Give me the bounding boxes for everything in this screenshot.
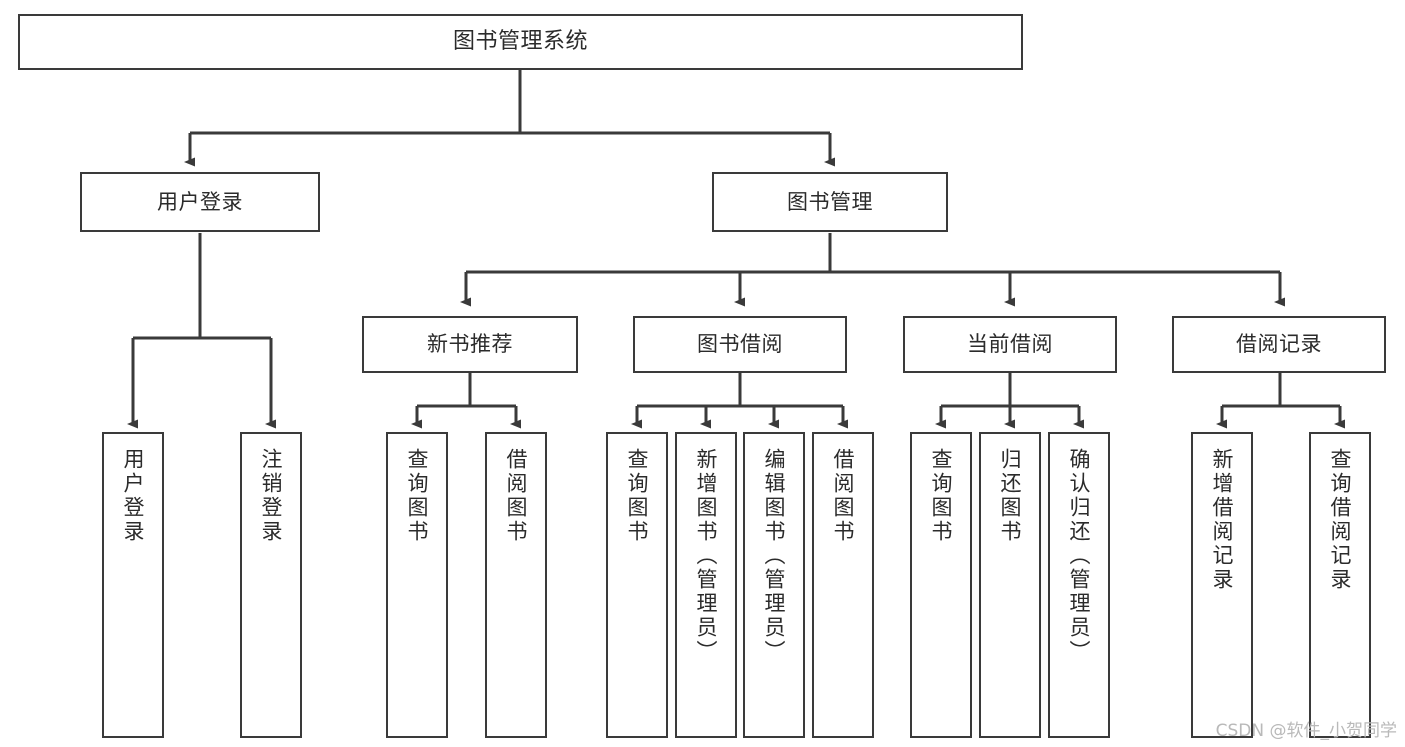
leaf-confirm-return-admin-label: 确认归还（管理员）	[1067, 448, 1092, 664]
leaf-query-book-current[interactable]: 查询图书	[910, 432, 972, 738]
leaf-return-book-label: 归还图书	[998, 448, 1023, 544]
leaf-add-book-admin[interactable]: 新增图书（管理员）	[675, 432, 737, 738]
leaf-logout[interactable]: 注销登录	[240, 432, 302, 738]
node-root[interactable]: 图书管理系统	[18, 14, 1023, 70]
leaf-add-borrow-record[interactable]: 新增借阅记录	[1191, 432, 1253, 738]
leaf-edit-book-admin[interactable]: 编辑图书（管理员）	[743, 432, 805, 738]
leaf-query-book-current-label: 查询图书	[929, 448, 954, 544]
leaf-borrow-book-new-label: 借阅图书	[504, 448, 529, 544]
leaf-logout-label: 注销登录	[259, 448, 284, 544]
leaf-query-book-new-label: 查询图书	[405, 448, 430, 544]
leaf-borrow-book[interactable]: 借阅图书	[812, 432, 874, 738]
leaf-confirm-return-admin[interactable]: 确认归还（管理员）	[1048, 432, 1110, 738]
leaf-query-book-borrow[interactable]: 查询图书	[606, 432, 668, 738]
node-borrow-record-label: 借阅记录	[1236, 332, 1322, 357]
leaf-user-login-label: 用户登录	[121, 448, 146, 544]
leaf-query-borrow-record[interactable]: 查询借阅记录	[1309, 432, 1371, 738]
leaf-query-book-new[interactable]: 查询图书	[386, 432, 448, 738]
node-new-book-recommend-label: 新书推荐	[427, 332, 513, 357]
node-root-label: 图书管理系统	[452, 29, 588, 55]
node-book-borrow-label: 图书借阅	[697, 332, 783, 357]
node-user-login[interactable]: 用户登录	[80, 172, 320, 232]
leaf-borrow-book-new[interactable]: 借阅图书	[485, 432, 547, 738]
watermark: CSDN @软件_小贺同学	[1215, 721, 1397, 741]
leaf-query-borrow-record-label: 查询借阅记录	[1328, 448, 1353, 592]
node-current-borrow[interactable]: 当前借阅	[903, 316, 1117, 373]
node-user-login-label: 用户登录	[157, 189, 243, 214]
node-current-borrow-label: 当前借阅	[967, 332, 1053, 357]
leaf-edit-book-admin-label: 编辑图书（管理员）	[762, 448, 787, 664]
leaf-user-login[interactable]: 用户登录	[102, 432, 164, 738]
leaf-add-borrow-record-label: 新增借阅记录	[1210, 448, 1235, 592]
node-book-management-label: 图书管理	[787, 189, 873, 214]
leaf-borrow-book-label: 借阅图书	[831, 448, 856, 544]
node-book-borrow[interactable]: 图书借阅	[633, 316, 847, 373]
leaf-return-book[interactable]: 归还图书	[979, 432, 1041, 738]
node-new-book-recommend[interactable]: 新书推荐	[362, 316, 578, 373]
node-book-management[interactable]: 图书管理	[712, 172, 948, 232]
leaf-add-book-admin-label: 新增图书（管理员）	[694, 448, 719, 664]
node-borrow-record[interactable]: 借阅记录	[1172, 316, 1386, 373]
leaf-query-book-borrow-label: 查询图书	[625, 448, 650, 544]
